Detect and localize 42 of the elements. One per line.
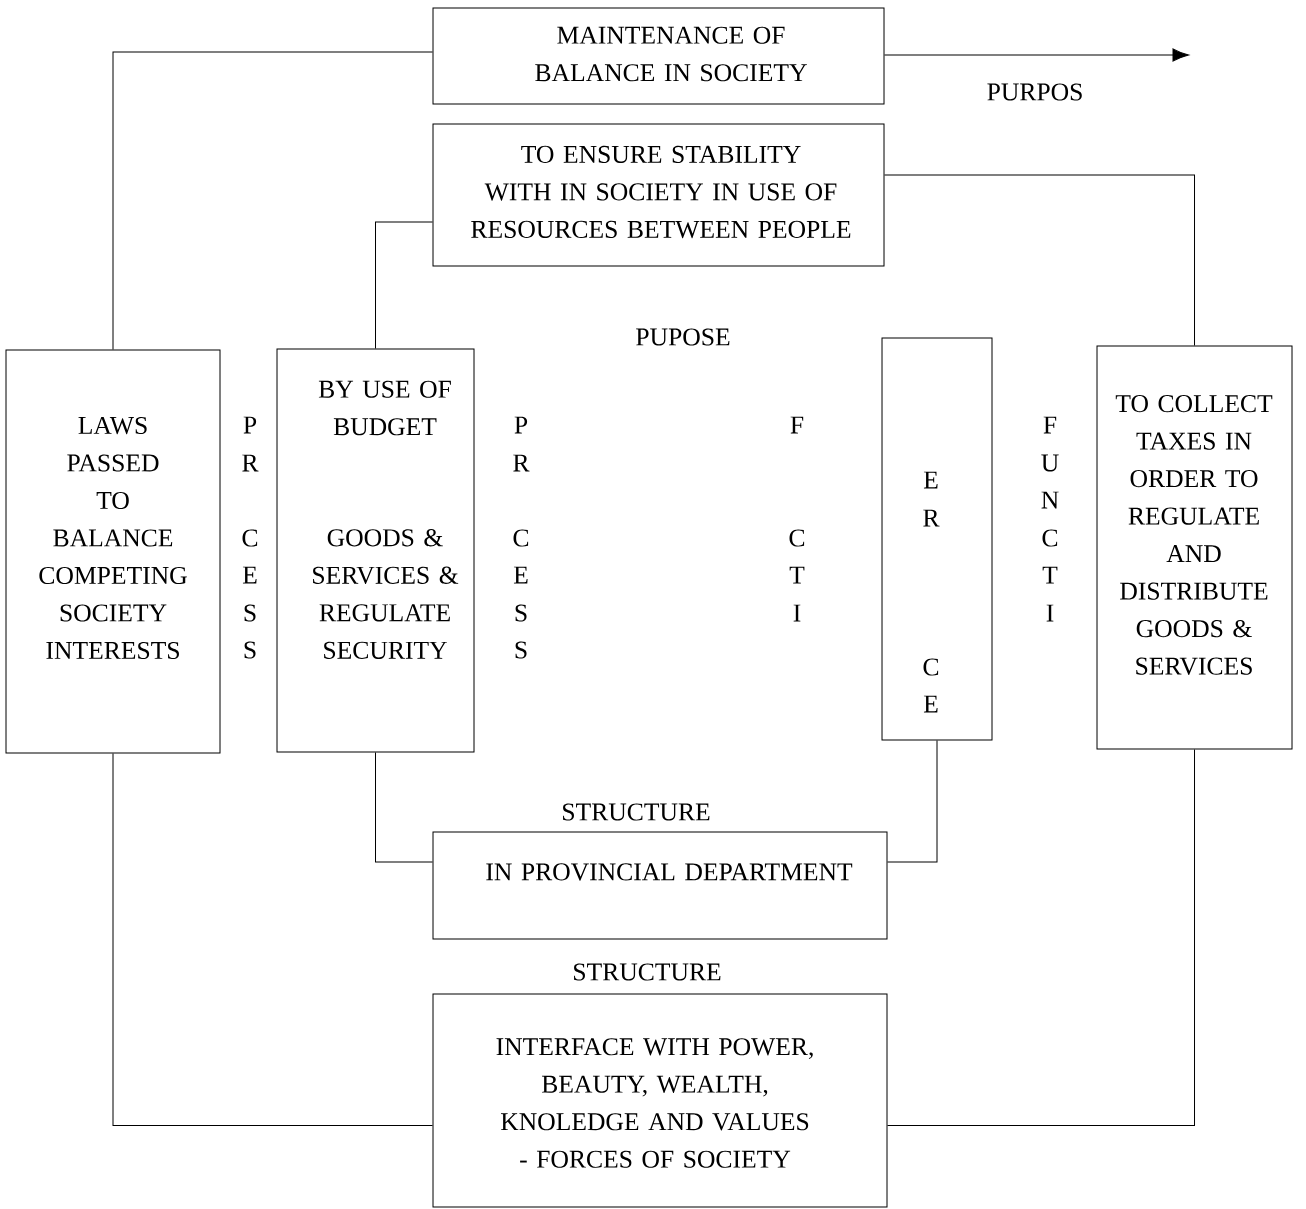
heading-text: PUPOSE	[636, 328, 730, 346]
letter-text: C	[242, 529, 258, 547]
connector-line	[884, 174, 1195, 346]
letter-text: P	[514, 416, 528, 434]
letter-text: C	[789, 529, 805, 547]
letter-text: S	[244, 604, 256, 622]
letter-text: T	[789, 566, 805, 584]
connector-line	[375, 221, 433, 349]
process-box: LAWS PASSED TO BALANCE COMPETING SOCIETY INTERESTS	[5, 349, 221, 754]
heading-text: STRUCTURE	[574, 963, 721, 981]
letter-text: S	[515, 604, 527, 622]
letter-text: S	[515, 641, 527, 659]
process-box: STRUCTURE IN PROVINCIAL DEPARTMENT	[432, 803, 888, 940]
process-box: TO COLLECT TAXES IN ORDER TO REGULATE AND DISTRIBUTE GOODS & SERVICES	[1096, 345, 1293, 750]
connector-line	[112, 51, 433, 350]
letter-text: E	[242, 566, 257, 584]
edge-label: PURPOS	[987, 83, 1082, 101]
letter-text: F	[1043, 416, 1057, 434]
connector-line	[112, 753, 433, 1126]
process-box: BY USE OF BUDGET GOODS & SERVICES & REGULATE SECURITY	[276, 348, 475, 753]
connector-line	[884, 48, 1189, 62]
letter-text: E	[513, 566, 528, 584]
letter-text: I	[793, 604, 801, 622]
letter-text: S	[244, 641, 256, 659]
heading-text: STRUCTURE	[563, 803, 710, 821]
letter-text: R	[513, 454, 530, 472]
letter-text: C	[1042, 529, 1058, 547]
letter-text: R	[242, 454, 259, 472]
connector-line	[887, 740, 938, 863]
letter-text: P	[243, 416, 257, 434]
letter-text: C	[513, 529, 529, 547]
letter-text: I	[1046, 604, 1054, 622]
connector-line	[375, 752, 433, 863]
process-box: TO ENSURE STABILITY WITH IN SOCIETY IN USE OF RESOURCES BETWEEN PEOPLE	[432, 123, 885, 267]
connector-line	[887, 749, 1195, 1126]
process-box: STRUCTURE INTERFACE WITH POWER, BEAUTY, WEALTH, KNOLEDGE AND VALUES - FORCES OF SOCIETY	[432, 963, 888, 1208]
process-box: E R C E	[881, 337, 993, 741]
letter-text: U	[1041, 454, 1059, 472]
letter-text: F	[790, 416, 804, 434]
letter-text: T	[1042, 566, 1058, 584]
process-box: MAINTENANCE OF BALANCE IN SOCIETY	[432, 7, 885, 105]
letter-text: N	[1041, 491, 1059, 509]
